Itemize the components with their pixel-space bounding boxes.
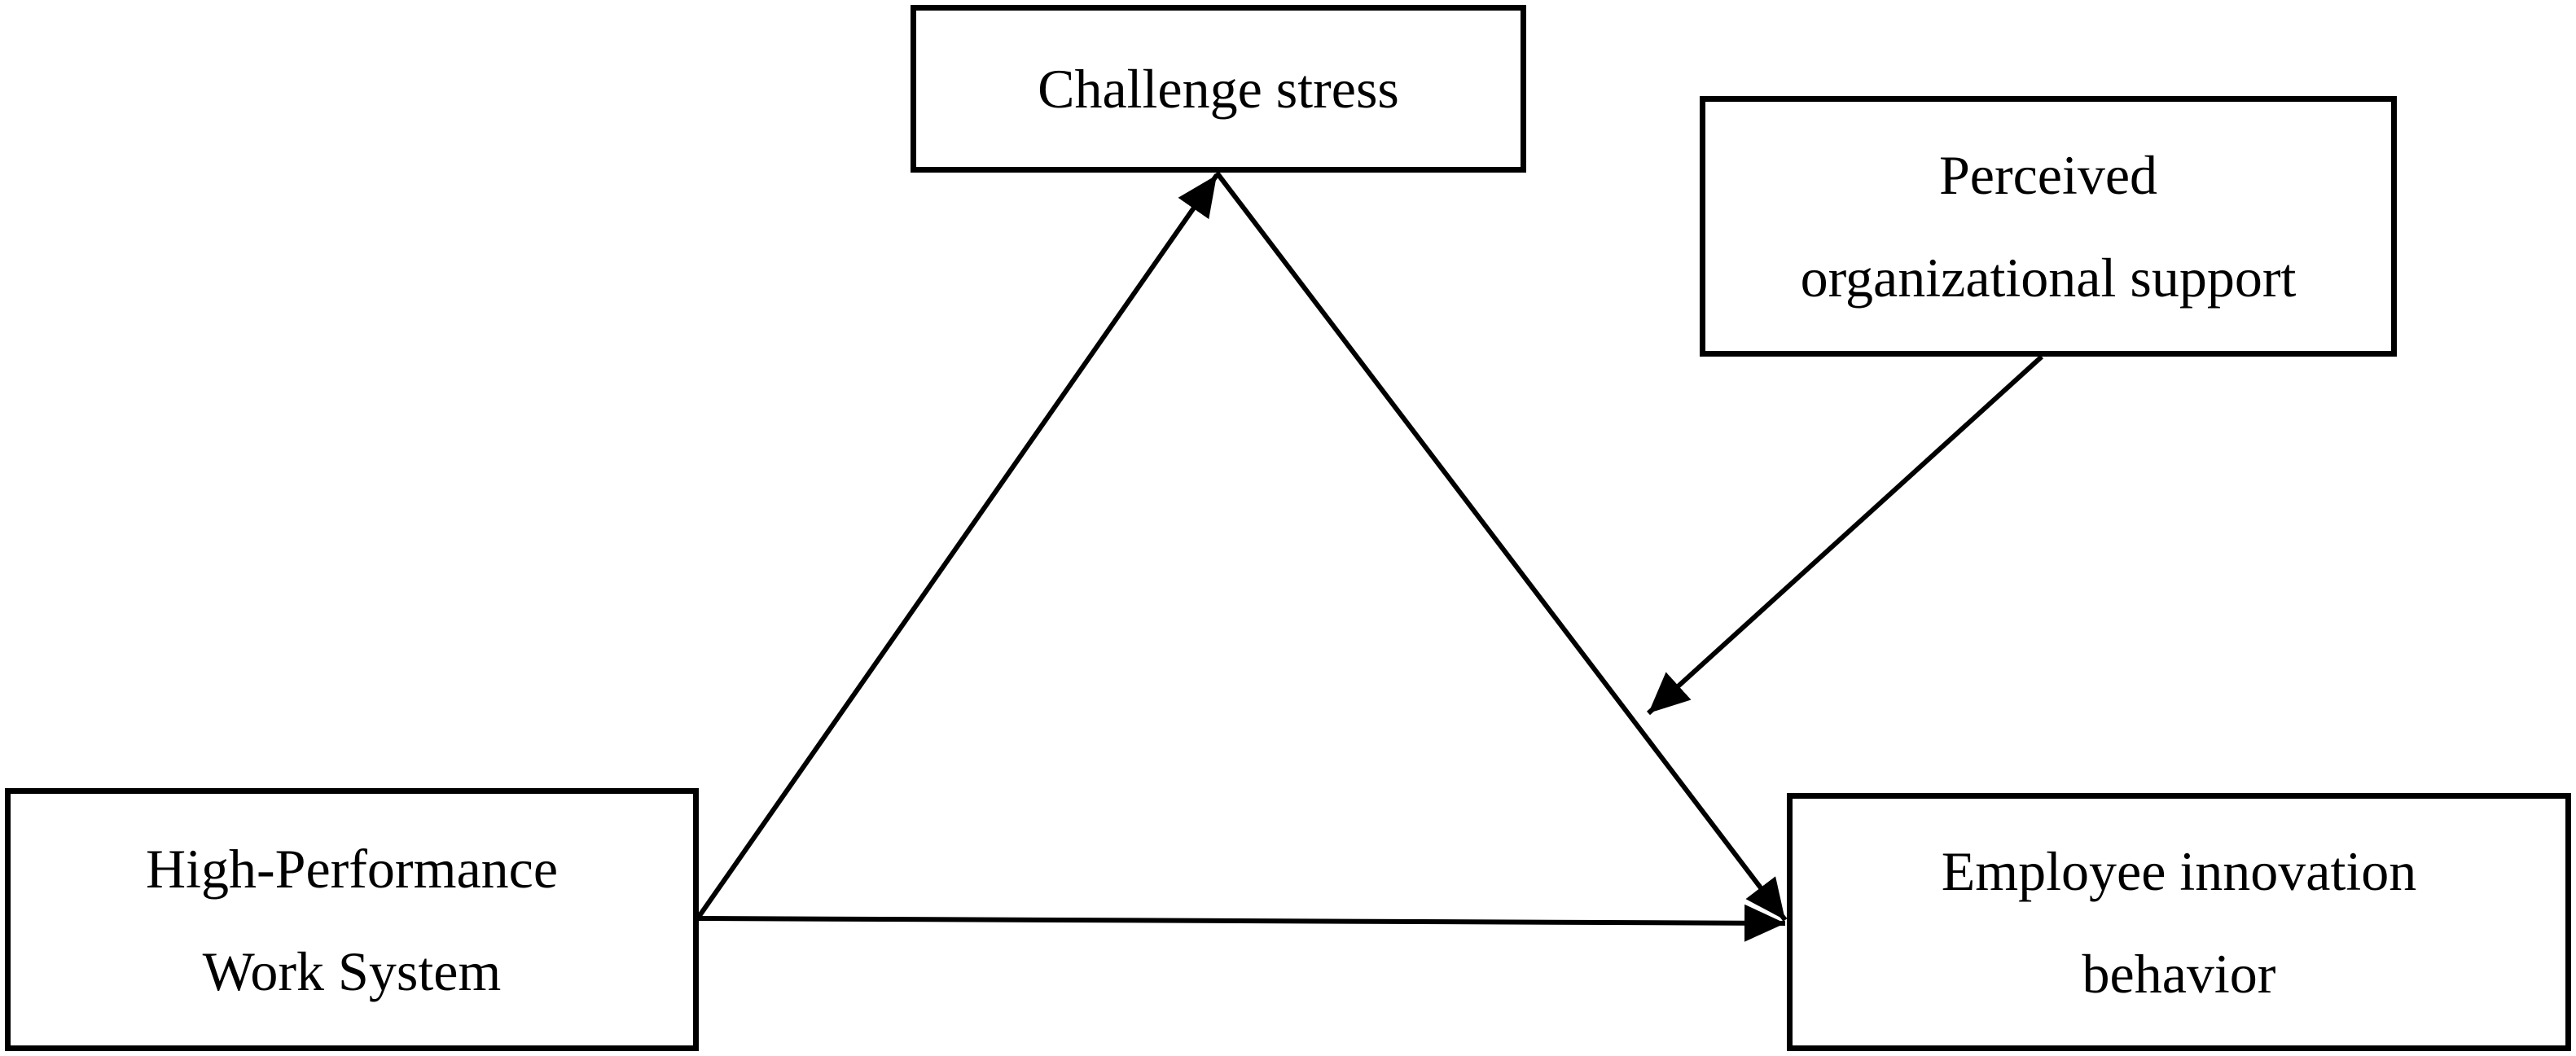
node-challenge-stress-label: Challenge stress [1038, 58, 1399, 120]
node-hpws-label-line2: Work System [202, 940, 502, 1002]
node-challenge-stress: Challenge stress [911, 5, 1526, 173]
node-high-performance-work-system: High-Performance Work System [5, 788, 699, 1051]
arrow-challenge-stress-to-innovation [1214, 171, 1788, 922]
node-perceived-support-label-line2: organizational support [1800, 247, 2297, 309]
node-hpws-label-line1: High-Performance [145, 837, 558, 900]
node-perceived-support-label-line1: Perceived [1938, 144, 2158, 206]
arrow-support-moderation [1646, 354, 2044, 716]
arrow-hpws-to-innovation [698, 904, 1786, 942]
node-perceived-organizational-support: Perceived organizational support [1700, 96, 2397, 357]
node-innovation-label-line1: Employee innovation [1941, 839, 2417, 902]
arrow-hpws-to-challenge-stress [696, 173, 1219, 918]
node-employee-innovation-behavior: Employee innovation behavior [1787, 793, 2571, 1051]
node-innovation-label-line2: behavior [2082, 942, 2276, 1005]
